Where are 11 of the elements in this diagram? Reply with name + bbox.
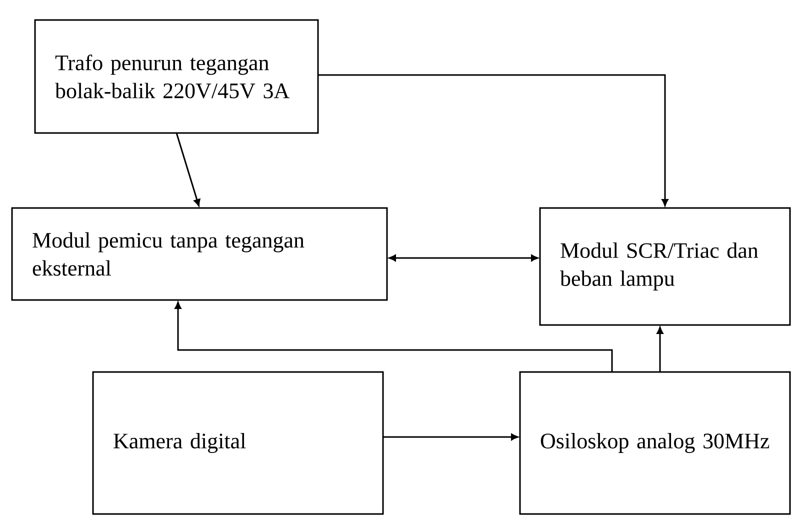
process-box: Modul SCR/Triac dan beban lampu [539,207,791,326]
arrow [656,326,664,372]
arrow [388,254,538,262]
process-box: Kamera digital [92,371,384,515]
process-box: Modul pemicu tanpa tegangan eksternal [11,207,388,301]
arrow [174,302,613,372]
process-box: Trafo penurun tegangan bolak-balik 220V/45V 3A [34,19,319,134]
arrow [383,434,518,440]
process-box: Osiloskop analog 30MHz [519,371,791,515]
arrow [176,132,200,206]
arrow [318,74,668,206]
